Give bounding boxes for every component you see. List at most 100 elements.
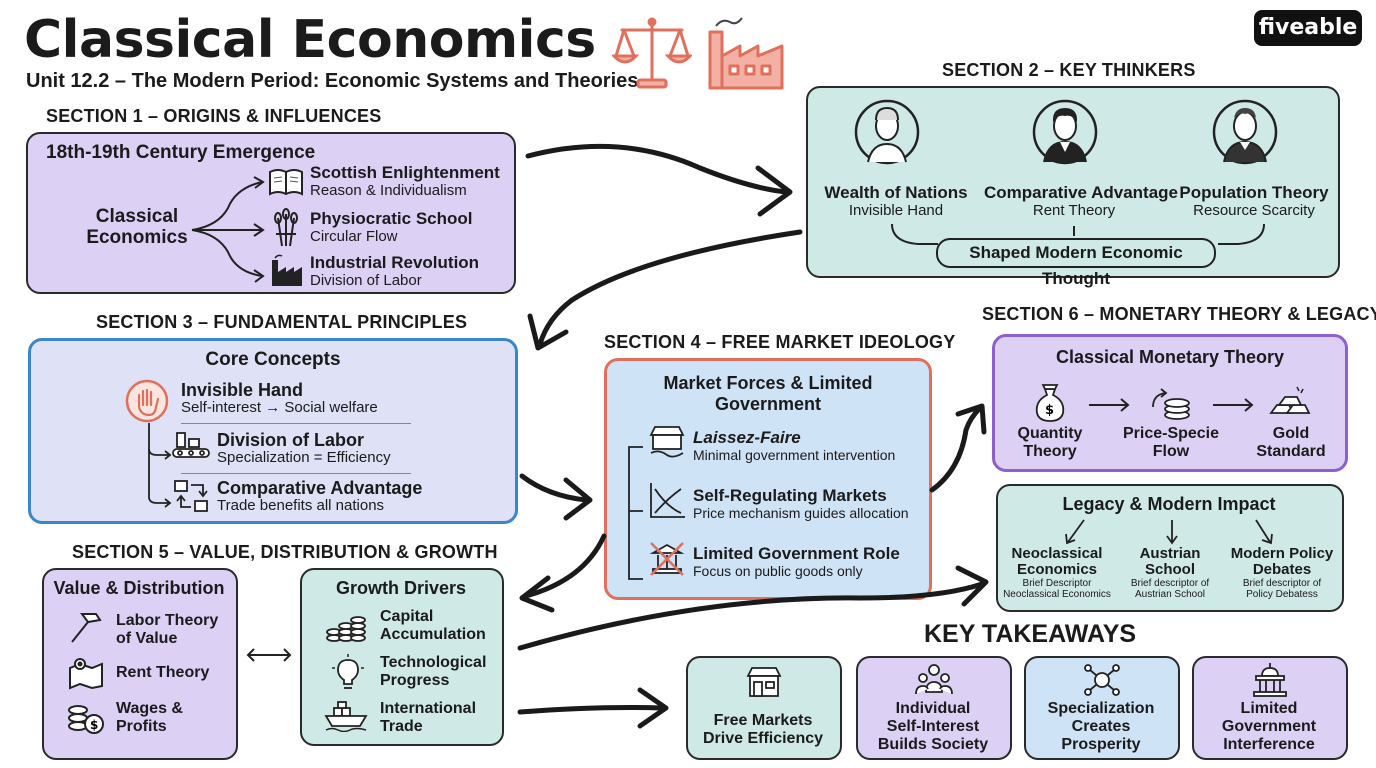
- thinker-malthus-sub: Resource Scarcity: [1193, 202, 1315, 219]
- hammer-icon: [71, 613, 102, 643]
- divider: [181, 473, 411, 474]
- legacy-box: Legacy & Modern Impact Neoclassical Econ…: [996, 484, 1344, 612]
- growth-item-3: International Trade: [380, 700, 477, 735]
- coin-flow-icon: [1152, 388, 1190, 420]
- svg-text:$: $: [1045, 403, 1054, 418]
- no-government-icon: [649, 542, 685, 576]
- arrow-s2-to-s3: [537, 229, 803, 347]
- takeaway-1-text: Free Markets Drive Efficiency: [702, 712, 824, 747]
- section4-item-2-title: Self-Regulating Markets: [693, 486, 887, 505]
- takeaway-3-text: Specialization Creates Prosperity: [1047, 700, 1155, 753]
- takeaways-heading: KEY TAKEAWAYS: [924, 620, 1137, 648]
- thinker-ricardo-title: Comparative Advantage: [984, 183, 1178, 202]
- takeaway-card-2: Individual Self-Interest Builds Society: [856, 656, 1012, 760]
- coin-stacks-icon: [326, 616, 366, 642]
- coins-dollar-icon: $: [68, 705, 104, 734]
- legacy-item-3: Modern Policy Debates Brief descriptor o…: [1226, 545, 1338, 601]
- legacy-item-2-sub: Brief descriptor of Austrian School: [1130, 578, 1210, 600]
- section1-item-3-title: Industrial Revolution: [310, 253, 480, 272]
- section3-box-title: Core Concepts: [205, 349, 341, 370]
- section1-branch-arrows: [191, 176, 265, 283]
- value-item-1: Labor Theory of Value: [116, 612, 219, 647]
- section1-box-title: 18th-19th Century Emergence: [46, 142, 316, 163]
- section5-heading: SECTION 5 – VALUE, DISTRIBUTION & GROWTH: [72, 542, 498, 562]
- monetary-theory-box: Classical Monetary Theory $ Quantity The…: [992, 334, 1348, 472]
- legacy-item-1-sub: Brief Descriptor Neoclassical Economics: [1003, 578, 1111, 600]
- fiveable-logo: fiveable: [1254, 10, 1362, 46]
- section1-item-2-title: Physiocratic School: [310, 209, 473, 228]
- legacy-item-3-title: Modern Policy Debates: [1230, 545, 1334, 578]
- legacy-item-1: Neoclassical Economics Brief Descriptor …: [1002, 545, 1112, 601]
- wheat-icon: [274, 208, 298, 247]
- page-subtitle: Unit 12.2 – The Modern Period: Economic …: [26, 70, 639, 92]
- arrow-s1-to-s2: [525, 143, 789, 195]
- portrait-ricardo-icon: [1032, 99, 1098, 165]
- lightbulb-icon: [332, 654, 364, 689]
- growth-item-1: Capital Accumulation: [380, 608, 486, 643]
- people-group-icon: [915, 664, 953, 695]
- thinker-smith-sub: Invisible Hand: [848, 202, 944, 219]
- section1-heading: SECTION 1 – ORIGINS & INFLUENCES: [46, 106, 382, 126]
- trade-icon: [174, 480, 208, 512]
- value-distribution-box: Value & Distribution Labor Theory of Val…: [42, 568, 238, 760]
- section4-item-1-title: Laissez-Faire: [693, 428, 801, 447]
- thinker-malthus: Population Theory Resource Scarcity: [1174, 183, 1334, 220]
- legacy-item-2: Austrian School Brief descriptor of Aust…: [1118, 546, 1222, 601]
- section1-item-3: Industrial Revolution Division of Labor: [310, 253, 480, 290]
- conveyor-icon: [172, 432, 210, 458]
- section3-heading: SECTION 3 – FUNDAMENTAL PRINCIPLES: [96, 312, 468, 332]
- svg-text:$: $: [90, 718, 98, 732]
- growth-item-2: Technological Progress: [380, 654, 487, 689]
- section1-item-3-sub: Division of Labor: [310, 272, 422, 289]
- supply-demand-icon: [650, 483, 685, 518]
- takeaway-4-text: Limited Government Interference: [1221, 700, 1317, 753]
- section4-item-3: Limited Government Role Focus on public …: [693, 545, 900, 580]
- hand-icon: [125, 379, 169, 423]
- factory-icon: [272, 254, 302, 286]
- value-distribution-title: Value & Distribution: [53, 578, 225, 598]
- market-stall-icon: [746, 667, 782, 697]
- section1-item-1: Scottish Enlightenment Reason & Individu…: [310, 163, 500, 200]
- thinker-ricardo-sub: Rent Theory: [1032, 202, 1116, 219]
- section1-center-label: Classical Economics: [86, 206, 188, 248]
- section3-item-2: Division of Labor Specialization = Effic…: [217, 431, 391, 466]
- section3-tree-lines: [148, 423, 172, 508]
- takeaway-card-4: Limited Government Interference: [1192, 656, 1348, 760]
- arrow-s3-to-s4: [519, 473, 589, 503]
- section4-box-title: Market Forces & Limited Government: [663, 373, 873, 414]
- section1-item-1-title: Scottish Enlightenment: [310, 163, 500, 182]
- double-arrow: [246, 648, 292, 662]
- section3-item-2-title: Division of Labor: [217, 430, 365, 450]
- monetary-item-3: Gold Standard: [1256, 425, 1326, 460]
- monetary-item-1: Quantity Theory: [1017, 425, 1083, 460]
- scales-icon: [612, 17, 692, 89]
- network-gear-icon: [1084, 664, 1120, 696]
- section4-bracket: [628, 446, 643, 580]
- section4-item-2: Self-Regulating Markets Price mechanism …: [693, 487, 909, 522]
- section3-item-3-sub: Trade benefits all nations: [217, 497, 385, 514]
- section1-item-2: Physiocratic School Circular Flow: [310, 209, 473, 246]
- money-bag-icon: $: [1035, 384, 1065, 422]
- thinker-smith: Wealth of Nations Invisible Hand: [818, 183, 974, 220]
- section4-heading: SECTION 4 – FREE MARKET IDEOLOGY: [604, 332, 956, 352]
- section4-item-3-title: Limited Government Role: [693, 544, 900, 563]
- thinker-malthus-title: Population Theory: [1179, 183, 1329, 202]
- arrow-s4-to-s5: [523, 533, 607, 599]
- legacy-title: Legacy & Modern Impact: [1062, 494, 1276, 514]
- thinker-smith-title: Wealth of Nations: [824, 183, 968, 202]
- section6-heading: SECTION 6 – MONETARY THEORY & LEGACY: [982, 304, 1376, 324]
- section4-item-3-sub: Focus on public goods only: [693, 563, 863, 579]
- section1-item-2-sub: Circular Flow: [310, 228, 398, 245]
- section4-item-1-sub: Minimal government intervention: [693, 447, 896, 463]
- section3-item-1-title: Invisible Hand: [181, 380, 304, 400]
- section4-item-2-sub: Price mechanism guides allocation: [693, 505, 909, 521]
- cargo-ship-icon: [324, 701, 368, 732]
- monetary-item-2: Price-Specie Flow: [1122, 425, 1220, 460]
- portrait-smith-icon: [854, 99, 920, 165]
- value-item-3: Wages & Profits: [116, 700, 183, 735]
- legacy-item-3-sub: Brief descriptor of Policy Debatess: [1242, 578, 1322, 600]
- section3-item-1: Invisible Hand Self-interest → Social we…: [181, 381, 378, 416]
- section3-item-2-sub: Specialization = Efficiency: [217, 449, 391, 466]
- takeaway-2-text: Individual Self-Interest Builds Society: [877, 700, 989, 753]
- legacy-item-1-title: Neoclassical Economics: [1011, 545, 1103, 578]
